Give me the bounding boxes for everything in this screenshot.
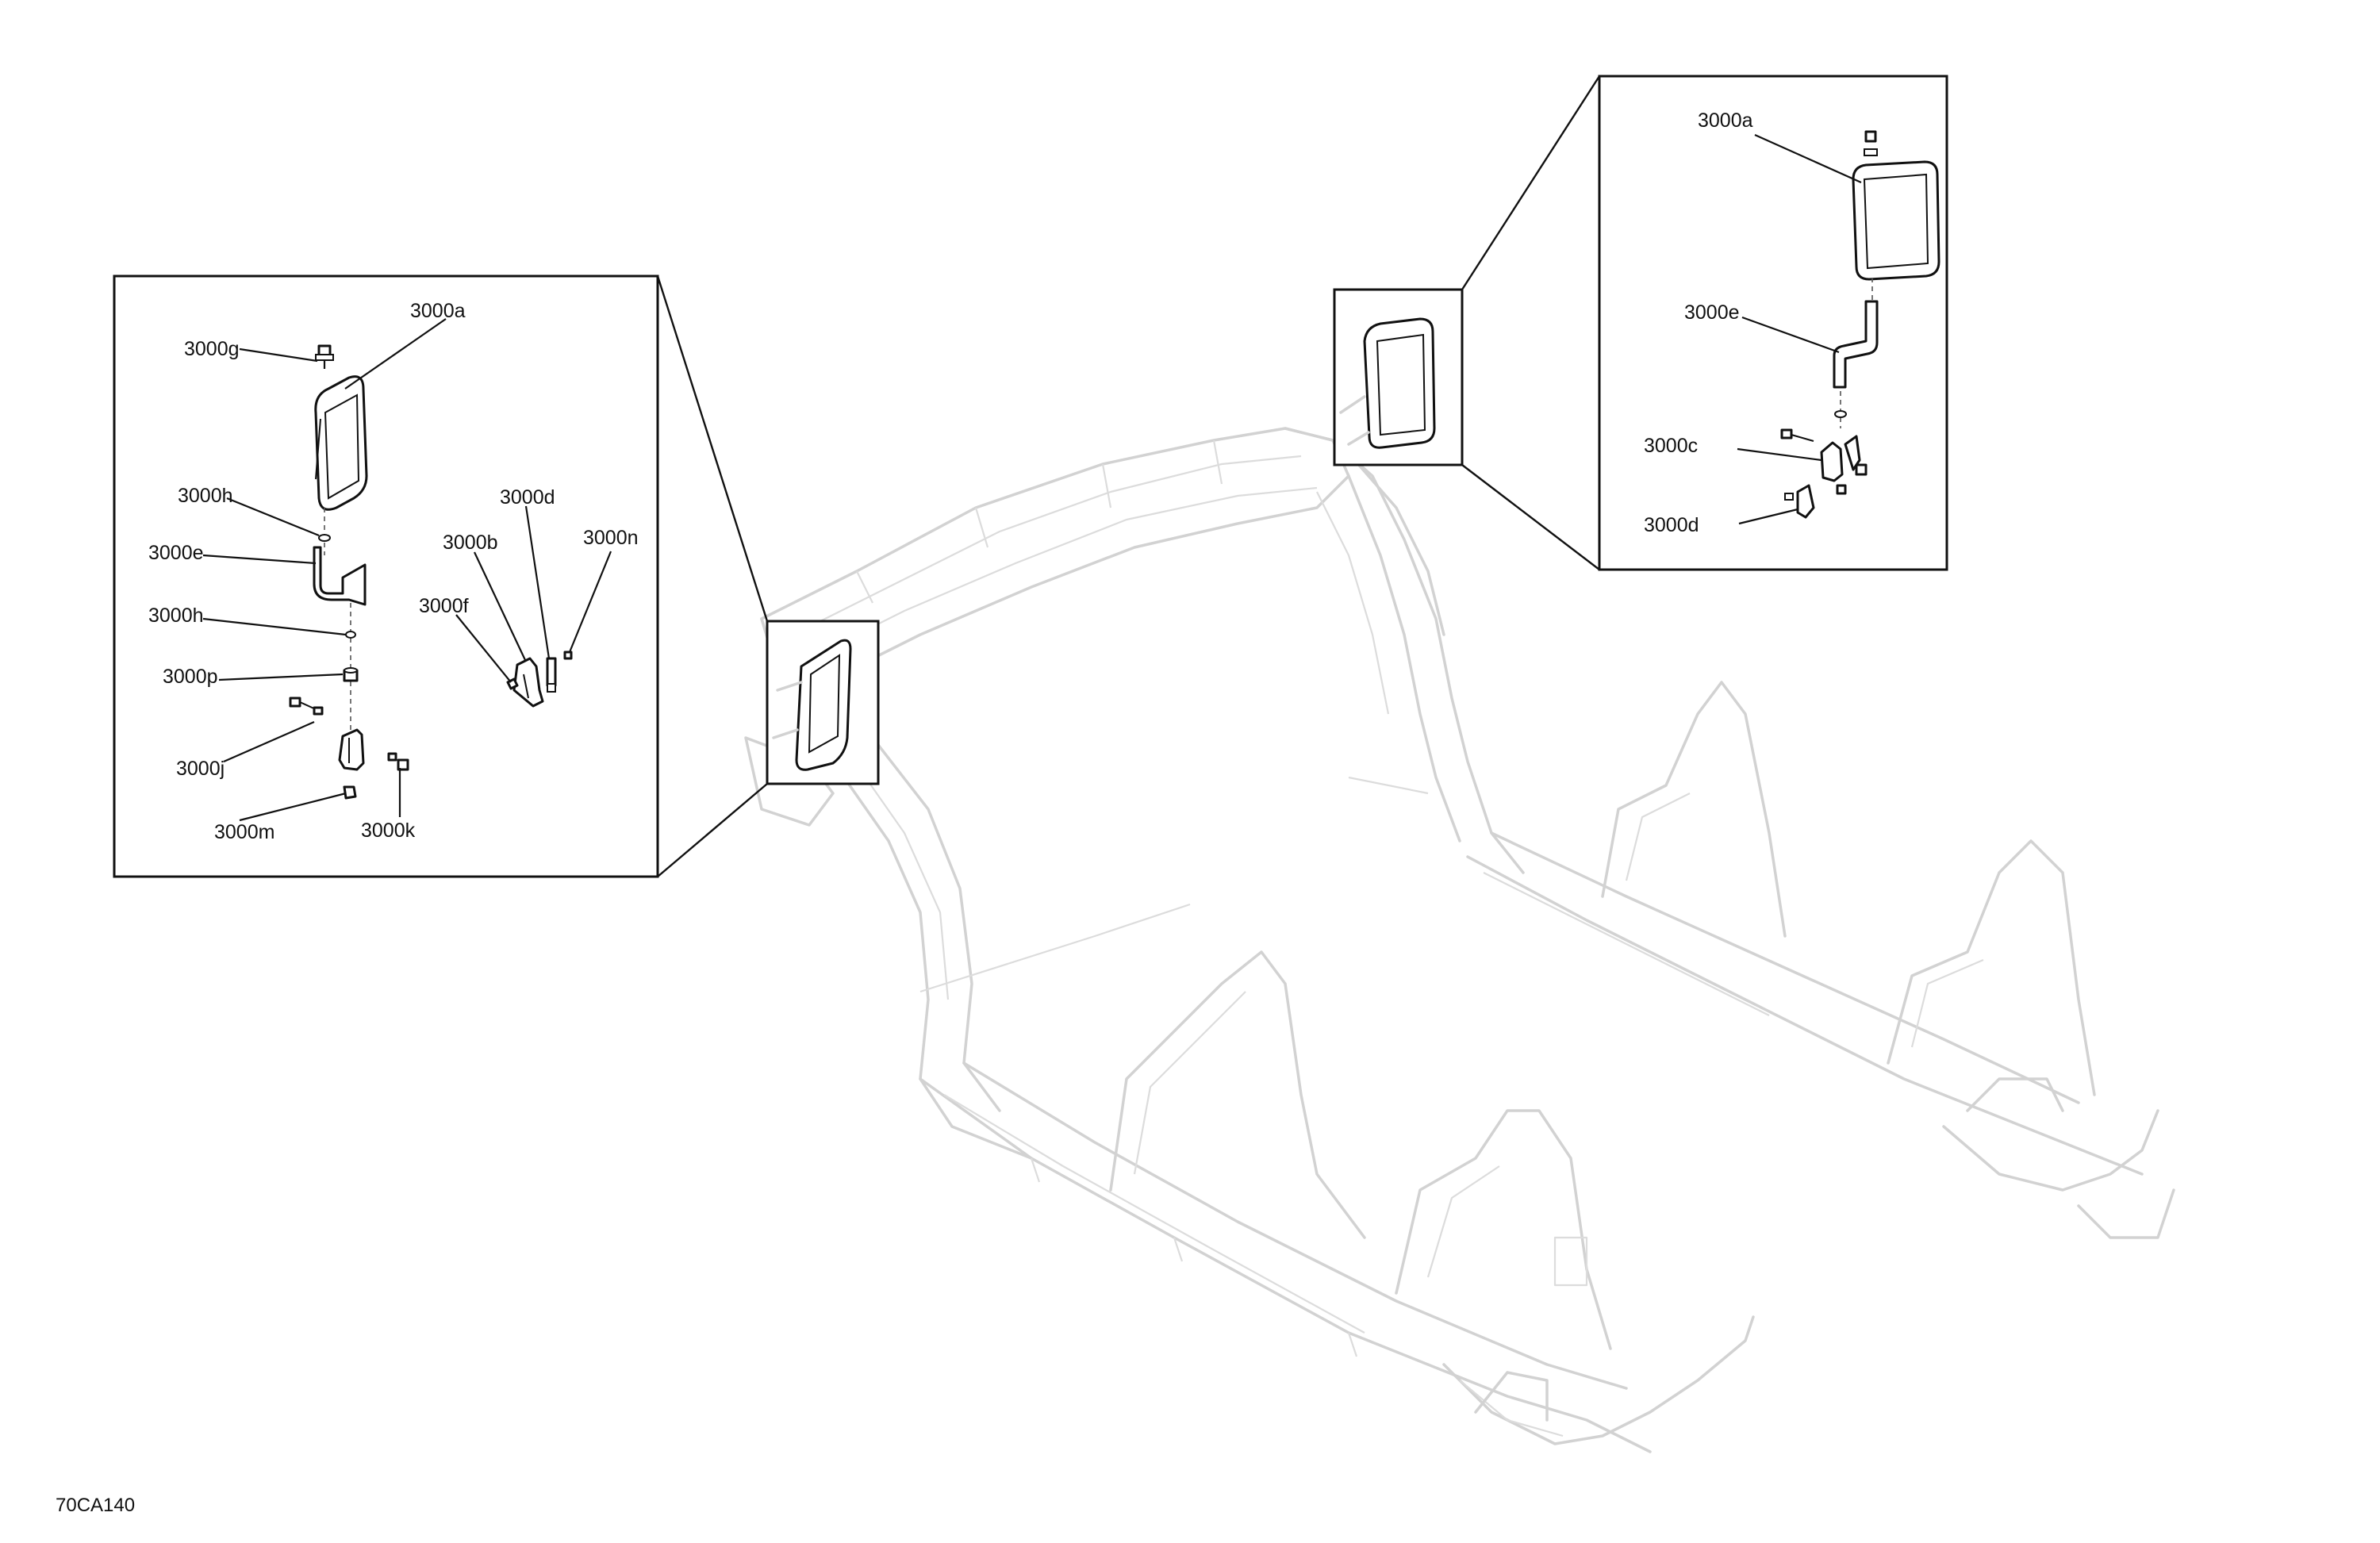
- label-3000p: 3000p: [163, 666, 218, 688]
- figure-code: 70CA140: [56, 1495, 135, 1516]
- mount-bracket: [338, 728, 365, 771]
- washer-3000h-lower: [345, 631, 356, 639]
- label-3000m: 3000m: [214, 821, 274, 843]
- zoom-connectors: [656, 75, 1601, 877]
- lower-bracket: [1796, 484, 1815, 519]
- label-3000k: 3000k: [361, 819, 416, 842]
- mount-bracket: [1820, 441, 1844, 482]
- arm-washer: [1834, 410, 1847, 418]
- mirror-arm: [313, 546, 367, 606]
- bracket-assembly: [506, 651, 573, 708]
- label-3000c: 3000c: [1644, 435, 1698, 457]
- label-3000h: 3000h: [178, 485, 233, 507]
- label-3000d: 3000d: [500, 486, 555, 509]
- label-3000j: 3000j: [176, 758, 225, 780]
- bolt-3000g: [315, 344, 334, 369]
- label-3000b: 3000b: [443, 532, 498, 554]
- label-3000n: 3000n: [583, 527, 639, 549]
- label-3000g: 3000g: [184, 338, 240, 360]
- label-3000a: 3000a: [1698, 109, 1753, 132]
- nut-3000k: [387, 752, 409, 771]
- left-mirror-highlight-box: [766, 620, 880, 785]
- label-3000d: 3000d: [1644, 514, 1699, 536]
- nut-3000m: [343, 785, 357, 800]
- washer-3000h: [318, 534, 331, 542]
- label-3000f: 3000f: [419, 595, 469, 617]
- mirror-arm: [1833, 300, 1879, 389]
- label-3000e: 3000e: [1684, 301, 1740, 324]
- label-3000a: 3000a: [410, 300, 466, 322]
- bolt-3000j: [289, 697, 324, 716]
- label-3000e: 3000e: [148, 542, 204, 564]
- vehicle-frame: [744, 427, 2175, 1453]
- mirror-bolt: [1864, 130, 1877, 143]
- right-mirror-detail-box: 3000a 3000e 3000c 3000d: [1598, 75, 1948, 571]
- right-mirror-highlight-box: [1333, 288, 1464, 466]
- label-3000h-lower: 3000h: [148, 605, 204, 627]
- left-mirror-detail-box: 3000a 3000g 3000h 3000e 3000h 3000p 3000…: [113, 274, 659, 878]
